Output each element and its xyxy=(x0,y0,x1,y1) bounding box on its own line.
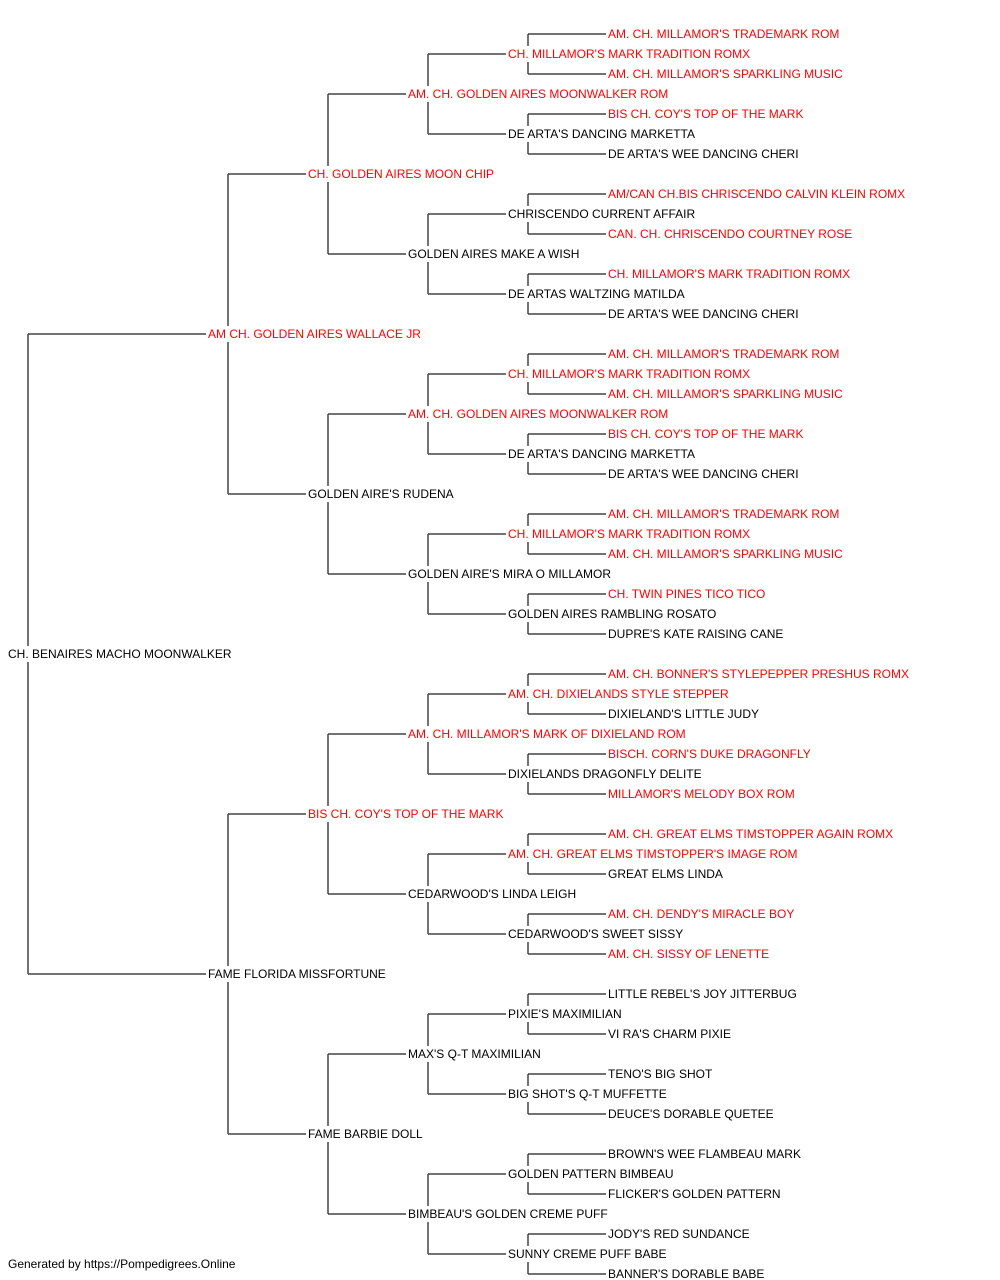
ancestor-gen4-name: PIXIE'S MAXIMILIAN xyxy=(508,1007,622,1021)
ancestor-gen5-name: DE ARTA'S WEE DANCING CHERI xyxy=(608,147,799,161)
ancestor-gen5-name: DIXIELAND'S LITTLE JUDY xyxy=(608,707,759,721)
ancestor-gen4-name: CEDARWOOD'S SWEET SISSY xyxy=(508,927,683,941)
ancestor-gen3-name: GOLDEN AIRES MAKE A WISH xyxy=(408,247,579,261)
ancestor-gen2-name: CH. GOLDEN AIRES MOON CHIP xyxy=(308,167,494,181)
ancestor-gen4-name: AM. CH. DIXIELANDS STYLE STEPPER xyxy=(508,687,729,701)
ancestor-gen5-name: LITTLE REBEL'S JOY JITTERBUG xyxy=(608,987,797,1001)
ancestor-gen5-name: AM/CAN CH.BIS CHRISCENDO CALVIN KLEIN RO… xyxy=(608,187,905,201)
ancestor-gen5-name: BANNER'S DORABLE BABE xyxy=(608,1267,764,1280)
ancestor-gen4-name: GOLDEN AIRES RAMBLING ROSATO xyxy=(508,607,716,621)
ancestor-gen5-name: VI RA'S CHARM PIXIE xyxy=(608,1027,731,1041)
ancestor-gen5-name: AM. CH. BONNER'S STYLEPEPPER PRESHUS ROM… xyxy=(608,667,909,681)
ancestor-gen3-name: AM. CH. MILLAMOR'S MARK OF DIXIELAND ROM xyxy=(408,727,686,741)
ancestor-gen5-name: CAN. CH. CHRISCENDO COURTNEY ROSE xyxy=(608,227,852,241)
ancestor-gen5-name: BIS CH. COY'S TOP OF THE MARK xyxy=(608,107,803,121)
ancestor-gen5-name: MILLAMOR'S MELODY BOX ROM xyxy=(608,787,795,801)
ancestor-gen5-name: GREAT ELMS LINDA xyxy=(608,867,723,881)
ancestor-gen5-name: AM. CH. MILLAMOR'S TRADEMARK ROM xyxy=(608,27,839,41)
ancestor-gen4-name: CHRISCENDO CURRENT AFFAIR xyxy=(508,207,695,221)
pedigree-labels: CH. BENAIRES MACHO MOONWALKER AM CH. GOLD… xyxy=(8,27,909,1280)
ancestor-gen5-name: AM. CH. MILLAMOR'S TRADEMARK ROM xyxy=(608,347,839,361)
ancestor-gen5-name: AM. CH. GREAT ELMS TIMSTOPPER AGAIN ROMX xyxy=(608,827,893,841)
ancestor-gen5-name: TENO'S BIG SHOT xyxy=(608,1067,713,1081)
pedigree-connectors xyxy=(27,33,606,1275)
ancestor-gen5-name: CH. TWIN PINES TICO TICO xyxy=(608,587,765,601)
ancestor-gen2-name: FAME BARBIE DOLL xyxy=(308,1127,423,1141)
ancestor-gen4-name: CH. MILLAMOR'S MARK TRADITION ROMX xyxy=(508,367,750,381)
ancestor-gen5-name: DUPRE'S KATE RAISING CANE xyxy=(608,627,783,641)
ancestor-gen3-name: CEDARWOOD'S LINDA LEIGH xyxy=(408,887,576,901)
ancestor-gen4-name: CH. MILLAMOR'S MARK TRADITION ROMX xyxy=(508,47,750,61)
ancestor-gen4-name: DE ARTA'S DANCING MARKETTA xyxy=(508,127,695,141)
ancestor-gen1-name: FAME FLORIDA MISSFORTUNE xyxy=(208,967,386,981)
ancestor-gen2-name: BIS CH. COY'S TOP OF THE MARK xyxy=(308,807,503,821)
ancestor-gen4-name: DE ARTA'S DANCING MARKETTA xyxy=(508,447,695,461)
footer-credit: Generated by https://Pompedigrees.Online xyxy=(8,1257,236,1271)
ancestor-gen3-name: MAX'S Q-T MAXIMILIAN xyxy=(408,1047,541,1061)
ancestor-gen1-name: AM CH. GOLDEN AIRES WALLACE JR xyxy=(208,327,421,341)
ancestor-gen2-name: GOLDEN AIRE'S RUDENA xyxy=(308,487,454,501)
ancestor-gen5-name: BROWN'S WEE FLAMBEAU MARK xyxy=(608,1147,801,1161)
ancestor-gen5-name: DEUCE'S DORABLE QUETEE xyxy=(608,1107,774,1121)
ancestor-gen5-name: DE ARTA'S WEE DANCING CHERI xyxy=(608,307,799,321)
ancestor-gen5-name: FLICKER'S GOLDEN PATTERN xyxy=(608,1187,781,1201)
ancestor-gen4-name: DIXIELANDS DRAGONFLY DELITE xyxy=(508,767,702,781)
ancestor-gen5-name: AM. CH. MILLAMOR'S TRADEMARK ROM xyxy=(608,507,839,521)
ancestor-gen5-name: CH. MILLAMOR'S MARK TRADITION ROMX xyxy=(608,267,850,281)
ancestor-gen3-name: AM. CH. GOLDEN AIRES MOONWALKER ROM xyxy=(408,87,668,101)
ancestor-gen4-name: CH. MILLAMOR'S MARK TRADITION ROMX xyxy=(508,527,750,541)
ancestor-gen4-name: DE ARTAS WALTZING MATILDA xyxy=(508,287,685,301)
ancestor-gen5-name: BISCH. CORN'S DUKE DRAGONFLY xyxy=(608,747,811,761)
ancestor-gen5-name: AM. CH. DENDY'S MIRACLE BOY xyxy=(608,907,794,921)
ancestor-gen3-name: AM. CH. GOLDEN AIRES MOONWALKER ROM xyxy=(408,407,668,421)
ancestor-gen5-name: AM. CH. MILLAMOR'S SPARKLING MUSIC xyxy=(608,547,843,561)
ancestor-gen4-name: BIG SHOT'S Q-T MUFFETTE xyxy=(508,1087,667,1101)
ancestor-gen4-name: SUNNY CREME PUFF BABE xyxy=(508,1247,666,1261)
ancestor-gen4-name: AM. CH. GREAT ELMS TIMSTOPPER'S IMAGE RO… xyxy=(508,847,797,861)
ancestor-gen5-name: AM. CH. SISSY OF LENETTE xyxy=(608,947,769,961)
ancestor-gen5-name: DE ARTA'S WEE DANCING CHERI xyxy=(608,467,799,481)
ancestor-gen3-name: BIMBEAU'S GOLDEN CREME PUFF xyxy=(408,1207,608,1221)
ancestor-gen3-name: GOLDEN AIRE'S MIRA O MILLAMOR xyxy=(408,567,611,581)
ancestor-gen5-name: AM. CH. MILLAMOR'S SPARKLING MUSIC xyxy=(608,67,843,81)
ancestor-gen4-name: GOLDEN PATTERN BIMBEAU xyxy=(508,1167,674,1181)
ancestor-gen5-name: BIS CH. COY'S TOP OF THE MARK xyxy=(608,427,803,441)
ancestor-gen5-name: AM. CH. MILLAMOR'S SPARKLING MUSIC xyxy=(608,387,843,401)
subject-name: CH. BENAIRES MACHO MOONWALKER xyxy=(8,647,232,661)
ancestor-gen5-name: JODY'S RED SUNDANCE xyxy=(608,1227,750,1241)
